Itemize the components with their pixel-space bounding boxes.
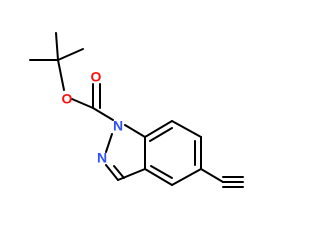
bond-carbonyl-carbon-n1 [92, 107, 114, 121]
bond-n2-c3-double [105, 164, 119, 181]
bond-c3-c3a [117, 168, 146, 181]
bond-c4-c3a [144, 168, 173, 186]
bond-c5-c4 [171, 168, 202, 186]
bond-oxygen-carbonyl-carbon [71, 98, 94, 109]
bond-c7-c7-inner [149, 127, 173, 142]
carbonyl-oxygen-label: O [91, 69, 102, 85]
bond-c7a-c7 [144, 120, 173, 138]
bond-n1-c7a [124, 124, 146, 138]
molecule-structure: O O N N [29, 32, 244, 188]
ester-oxygen-label: O [62, 91, 73, 107]
bond-n1-n2 [105, 133, 113, 153]
structure-canvas: O O N N [29, 32, 244, 188]
bond-c4-c3a-inner [150, 165, 173, 179]
bond-tbu-oxygen [57, 59, 65, 91]
n1-nitrogen-label: N [113, 118, 123, 134]
bond-tbu-methyl-top [55, 32, 59, 61]
bond-c5-ethynyl [200, 168, 224, 183]
bond-c7-c6 [171, 120, 202, 138]
n2-nitrogen-label: N [97, 150, 107, 166]
bond-n2-c3-inner [113, 165, 125, 179]
bond-tbu-methyl-right [57, 48, 84, 61]
